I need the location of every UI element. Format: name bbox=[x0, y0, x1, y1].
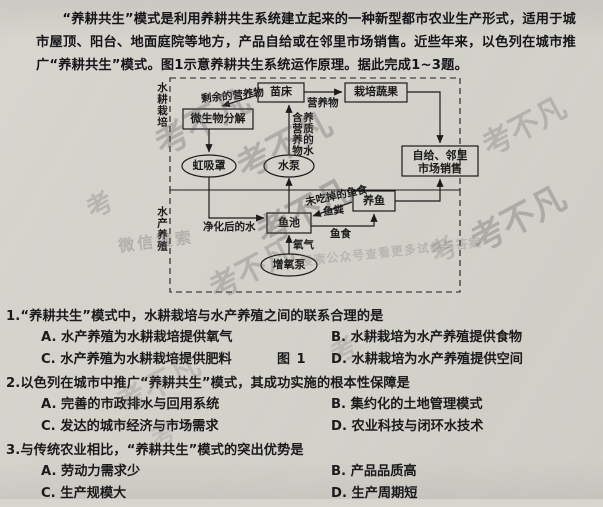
edge-label-oxygen: 氧气 bbox=[293, 239, 314, 251]
question-3-option-d[interactable]: D. 生产周期短 bbox=[331, 486, 418, 501]
question-2-options: A. 完善的市政排水与回用系统 B. 集约化的土地管理模式 C. 发达的城市经济… bbox=[0, 394, 603, 438]
edge-fish-to-pond-waste bbox=[312, 201, 353, 217]
question-1-option-b[interactable]: B. 水耕栽培为水产养殖提供食物 bbox=[331, 330, 523, 345]
question-3-number: 3. bbox=[6, 443, 21, 458]
edge-label-surplus-nutrients: 剩余的营养物 bbox=[200, 86, 265, 106]
node-market-box bbox=[401, 145, 479, 177]
question-2-text: 以色列在城市中推广“养耕共生”模式，其成功实施的根本性保障是 bbox=[20, 376, 410, 391]
question-3-options: A. 劳动力需求少 B. 产品品质高 C. 生产规模大 D. 生产周期短 bbox=[0, 461, 603, 505]
edge-seedbed-to-microbial bbox=[221, 94, 258, 108]
node-label-fish-pond: 鱼池 bbox=[278, 216, 300, 229]
node-label-aeration-pump: 增氧泵 bbox=[272, 258, 306, 271]
node-label-vegetables: 栽培蔬果 bbox=[354, 85, 398, 98]
question-1-option-c[interactable]: C. 水产养殖为水耕栽培提供肥料 bbox=[41, 352, 232, 367]
node-label-microbial: 微生物分解 bbox=[190, 112, 246, 125]
node-label-fish-farming: 养鱼 bbox=[363, 194, 385, 207]
figure-svg bbox=[169, 77, 479, 293]
node-label-water-pump: 水泵 bbox=[278, 159, 300, 172]
question-3-stem: 3.与传统农业相比，“养耕共生”模式的突出优势是 bbox=[0, 440, 603, 461]
zone-label-aquaculture: 水产养殖 bbox=[156, 206, 168, 252]
question-2-option-a[interactable]: A. 完善的市政排水与回用系统 bbox=[41, 397, 220, 412]
node-label-seedbed: 苗床 bbox=[270, 85, 292, 98]
question-1-option-a[interactable]: A. 水产养殖为水耕栽培提供氧气 bbox=[41, 330, 233, 345]
node-label-siphon: 虹吸罩 bbox=[192, 159, 226, 172]
figure-caption: 图 1 bbox=[277, 352, 307, 367]
question-3-text: 与传统农业相比，“养耕共生”模式的突出优势是 bbox=[20, 443, 304, 458]
node-label-market-line1: 自给、邻里 bbox=[412, 149, 468, 162]
node-microbial-box bbox=[182, 108, 254, 130]
edge-label-fish-waste: 鱼粪 bbox=[322, 203, 345, 219]
question-1-number: 1. bbox=[6, 309, 21, 324]
zone-label-hydroponics: 水耕栽培 bbox=[156, 82, 168, 128]
question-1: 1.“养耕共生”模式中，水耕栽培与水产养殖之间的联系合理的是 A. 水产养殖为水… bbox=[0, 306, 603, 371]
question-2-option-b[interactable]: B. 集约化的土地管理模式 bbox=[331, 397, 483, 412]
question-2-option-c[interactable]: C. 发达的城市经济与市场需求 bbox=[41, 419, 219, 434]
question-2-number: 2. bbox=[6, 376, 21, 391]
questions-list: 1.“养耕共生”模式中，水耕栽培与水产养殖之间的联系合理的是 A. 水产养殖为水… bbox=[0, 306, 603, 507]
node-label-market-line2: 市场销售 bbox=[418, 162, 462, 175]
edge-label-nutrient-water-col2: 养质的水 bbox=[302, 112, 314, 156]
question-1-stem: 1.“养耕共生”模式中，水耕栽培与水产养殖之间的联系合理的是 bbox=[0, 306, 603, 327]
zone-hydroponics-boundary bbox=[169, 77, 461, 191]
edge-label-nutrient-water-col1: 含营养物 bbox=[291, 112, 303, 156]
question-3-option-a[interactable]: A. 劳动力需求少 bbox=[41, 464, 141, 479]
question-1-text: “养耕共生”模式中，水耕栽培与水产养殖之间的联系合理的是 bbox=[20, 309, 384, 324]
edge-label-nutrients: 营养物 bbox=[307, 97, 339, 109]
question-2: 2.以色列在城市中推广“养耕共生”模式，其成功实施的根本性保障是 A. 完善的市… bbox=[0, 373, 603, 438]
edge-label-fish-feed: 鱼食 bbox=[330, 228, 351, 240]
figure-aquaponics-diagram: 水耕栽培 水产养殖 苗床 栽培蔬果 微生物分解 虹吸罩 水泵 鱼池 养鱼 增氧泵… bbox=[0, 66, 603, 367]
question-2-option-d[interactable]: D. 农业科技与闭环水技术 bbox=[331, 419, 484, 434]
question-3: 3.与传统农业相比，“养耕共生”模式的突出优势是 A. 劳动力需求少 B. 产品… bbox=[0, 440, 603, 505]
question-1-option-d[interactable]: D. 水耕栽培为水产养殖提供空间 bbox=[331, 352, 523, 367]
edge-label-purified-water: 净化后的水 bbox=[203, 221, 256, 233]
zone-aquaculture-boundary bbox=[169, 189, 461, 293]
question-3-option-b[interactable]: B. 产品品质高 bbox=[331, 464, 417, 479]
question-2-stem: 2.以色列在城市中推广“养耕共生”模式，其成功实施的根本性保障是 bbox=[0, 373, 603, 394]
question-3-option-c[interactable]: C. 生产规模大 bbox=[41, 486, 127, 501]
question-1-options: A. 水产养殖为水耕栽培提供氧气 B. 水耕栽培为水产养殖提供食物 C. 水产养… bbox=[0, 327, 603, 371]
passage-text: “养耕共生”模式是利用养耕共生系统建立起来的一种新型都市农业生产形式，适用于城市… bbox=[36, 12, 576, 73]
